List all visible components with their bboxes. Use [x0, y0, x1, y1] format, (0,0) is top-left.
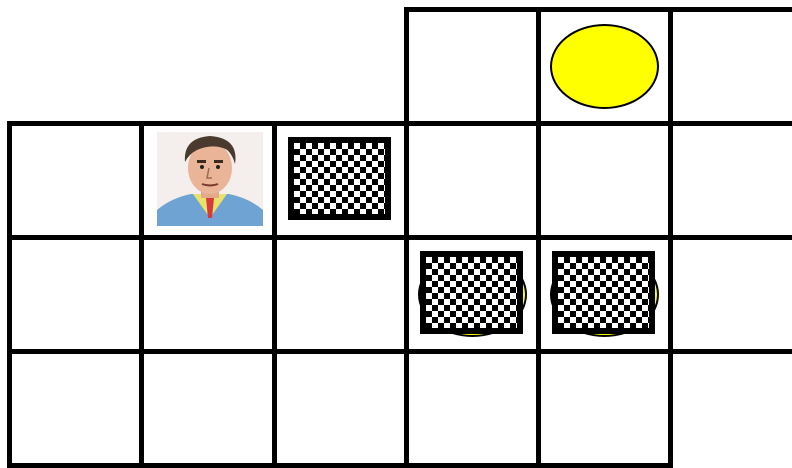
grid-line — [404, 7, 409, 126]
floor-cell — [409, 12, 536, 121]
crate-icon[interactable] — [288, 137, 391, 220]
grid-line — [536, 121, 673, 126]
grid-line — [7, 463, 144, 468]
grid-line — [139, 121, 277, 126]
grid-line — [139, 121, 144, 240]
player-icon[interactable] — [157, 132, 263, 226]
grid-line — [272, 349, 409, 354]
grid-line — [7, 349, 12, 468]
grid-line — [668, 7, 673, 126]
grid-line — [272, 121, 277, 240]
grid-line — [272, 349, 277, 468]
floor-cell — [144, 240, 272, 349]
floor-cell — [409, 126, 536, 235]
floor-cell — [12, 354, 139, 463]
grid-line — [7, 235, 12, 354]
crate-icon[interactable] — [552, 251, 655, 334]
floor-cell — [541, 354, 668, 463]
floor-cell — [12, 240, 139, 349]
grid-line — [668, 121, 673, 240]
grid-line — [7, 121, 12, 240]
floor-cell — [144, 354, 272, 463]
floor-cell — [673, 126, 792, 235]
grid-line — [668, 349, 673, 468]
crate-icon[interactable] — [420, 251, 523, 334]
grid-line — [536, 349, 541, 468]
goal-circle-icon — [550, 24, 659, 109]
grid-line — [668, 121, 792, 126]
grid-line — [404, 235, 409, 354]
grid-line — [139, 349, 144, 468]
grid-line — [139, 463, 277, 468]
floor-cell — [12, 126, 139, 235]
grid-line — [404, 349, 409, 468]
grid-line — [668, 7, 792, 12]
grid-line — [668, 235, 792, 240]
grid-line — [536, 349, 673, 354]
floor-cell — [409, 354, 536, 463]
grid-line — [668, 235, 673, 354]
grid-line — [536, 235, 541, 354]
floor-cell — [673, 12, 792, 121]
grid-line — [404, 121, 409, 240]
floor-cell — [673, 240, 792, 349]
grid-line — [404, 463, 541, 468]
grid-line — [272, 235, 409, 240]
grid-line — [536, 7, 541, 126]
grid-line — [139, 349, 277, 354]
grid-line — [272, 121, 409, 126]
grid-line — [536, 235, 673, 240]
grid-line — [404, 235, 541, 240]
floor-cell — [541, 126, 668, 235]
grid-line — [272, 235, 277, 354]
grid-line — [7, 235, 144, 240]
grid-line — [7, 121, 144, 126]
grid-line — [536, 463, 673, 468]
floor-cell — [277, 354, 404, 463]
grid-line — [272, 463, 409, 468]
grid-line — [536, 7, 673, 12]
grid-line — [404, 7, 541, 12]
grid-line — [404, 121, 541, 126]
grid-line — [404, 349, 541, 354]
grid-line — [536, 121, 541, 240]
grid-line — [139, 235, 144, 354]
floor-cell — [277, 240, 404, 349]
grid-line — [139, 235, 277, 240]
grid-line — [668, 349, 792, 354]
grid-line — [7, 349, 144, 354]
